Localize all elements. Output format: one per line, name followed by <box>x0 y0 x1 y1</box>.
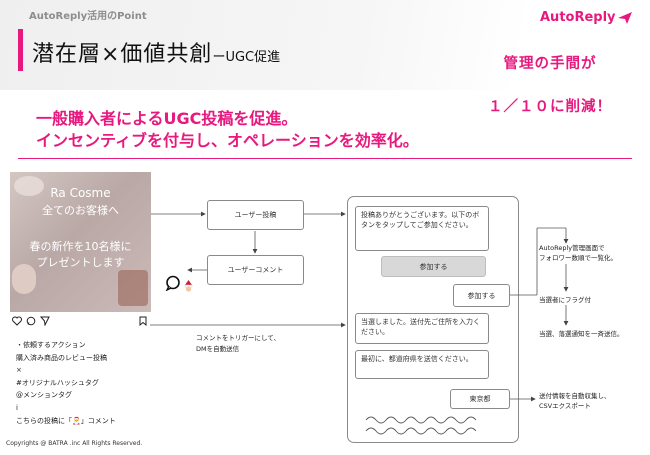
join-reply-bubble: 参加する <box>453 284 510 307</box>
comment-bubble-icon <box>165 275 180 291</box>
post-brand-sub: 全てのお客様へ <box>42 204 119 217</box>
typing-wave-1 <box>365 416 477 424</box>
logo-text: AutoReply <box>540 10 616 25</box>
lead-line-1: 一般購入者によるUGC投稿を促進。 <box>36 109 298 128</box>
trigger-note-2: DMを自動送信 <box>196 345 240 353</box>
note-collect-1: 送付情報を自動収集し、 <box>539 392 611 400</box>
post-brand: Ra Cosme <box>50 186 111 200</box>
callout-line-2: １／１０に削減！ <box>488 99 612 115</box>
title-accent-bar <box>18 29 23 71</box>
comment-icon[interactable] <box>26 316 36 326</box>
decor-circle <box>14 176 44 196</box>
title-sub: ーUGC促進 <box>212 50 281 65</box>
heart-icon[interactable] <box>12 316 22 326</box>
dm-message-winner: 当選しました。送付先ご住所を入力ください。 <box>355 313 489 344</box>
share-icon[interactable] <box>40 316 50 326</box>
post-offer-line-2: プレゼントします <box>36 256 125 269</box>
autoreply-logo: AutoReply <box>540 10 632 25</box>
user-comment-box: ユーザーコメント <box>207 255 304 285</box>
caption-line: #オリジナルハッシュタグ <box>16 378 99 387</box>
dm-message-thanks: 投稿ありがとうございます。以下のボタンをタップしてご参加ください。 <box>355 206 489 251</box>
santa-icon <box>184 280 193 292</box>
cosmetic-decor-2 <box>12 264 36 294</box>
trigger-note-1: コメントをトリガーにして、 <box>196 334 280 342</box>
callout-line-1: 管理の手間が <box>503 56 597 72</box>
page-title: 潜在層×価値共創ーUGC促進 <box>32 36 280 68</box>
divider-rule <box>18 158 632 159</box>
caption-line: @メンションタグ <box>16 391 72 400</box>
caption-line: i <box>16 403 18 412</box>
copyright: Copyrights @ BATRA .inc All Rights Reser… <box>6 440 143 447</box>
cosmetic-decor <box>118 270 148 306</box>
caption-line: ・依頼するアクション <box>16 341 86 349</box>
typing-wave-2 <box>365 427 477 435</box>
note-admin-list-2: フォロワー数順で一覧化。 <box>539 254 617 262</box>
post-offer-line-1: 春の新作を10名様に <box>29 240 132 253</box>
post-caption: ・依頼するアクション 購入済み商品のレビュー投稿 × #オリジナルハッシュタグ … <box>16 339 116 427</box>
caption-line: × <box>16 366 22 375</box>
paper-plane-icon <box>617 11 632 24</box>
caption-line: 購入済み商品のレビュー投稿 <box>16 353 107 362</box>
dm-message-prefecture: 最初に、都道府県を送信ください。 <box>355 350 489 379</box>
caption-line: こちらの投稿に「🎅」コメント <box>16 416 116 425</box>
note-winner-flag: 当選者にフラグ付 <box>539 296 591 304</box>
section-kicker: AutoReply活用のPoint <box>29 11 147 22</box>
header-background <box>0 0 650 90</box>
prefecture-reply-bubble: 東京都 <box>450 389 510 409</box>
join-button[interactable]: 参加する <box>381 256 486 277</box>
title-main: 潜在層×価値共創 <box>32 42 213 67</box>
note-collect-2: CSVエクスポート <box>539 402 591 410</box>
note-admin-list-1: AutoReply管理画面で <box>539 244 605 252</box>
user-post-box: ユーザー投稿 <box>207 200 304 230</box>
post-image[interactable]: Ra Cosme 全てのお客様へ 春の新作を10名様に プレゼントします <box>10 172 151 312</box>
lead-line-2: インセンティブを付与し、オペレーションを効率化。 <box>36 131 419 150</box>
note-bulk-notify: 当選、落選通知を一斉送信。 <box>539 330 624 338</box>
post-action-bar <box>10 316 151 328</box>
bookmark-icon[interactable] <box>138 316 148 326</box>
